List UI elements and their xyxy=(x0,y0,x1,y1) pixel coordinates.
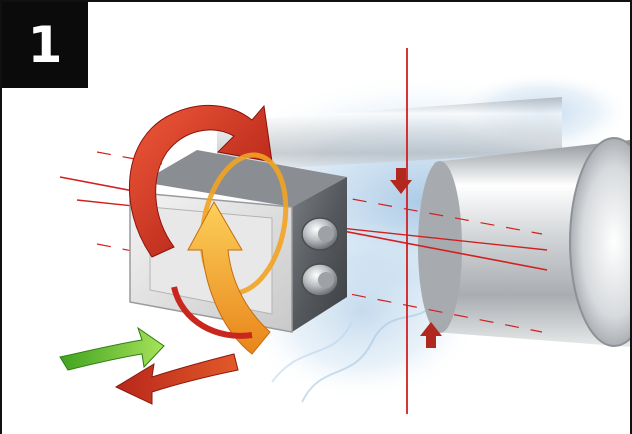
step-number: 1 xyxy=(28,20,63,70)
step-number-badge: 1 xyxy=(2,2,88,88)
direction-arrow-icon xyxy=(60,328,164,370)
direction-arrow-left-icon xyxy=(116,354,238,404)
pipe-icon xyxy=(418,138,630,347)
